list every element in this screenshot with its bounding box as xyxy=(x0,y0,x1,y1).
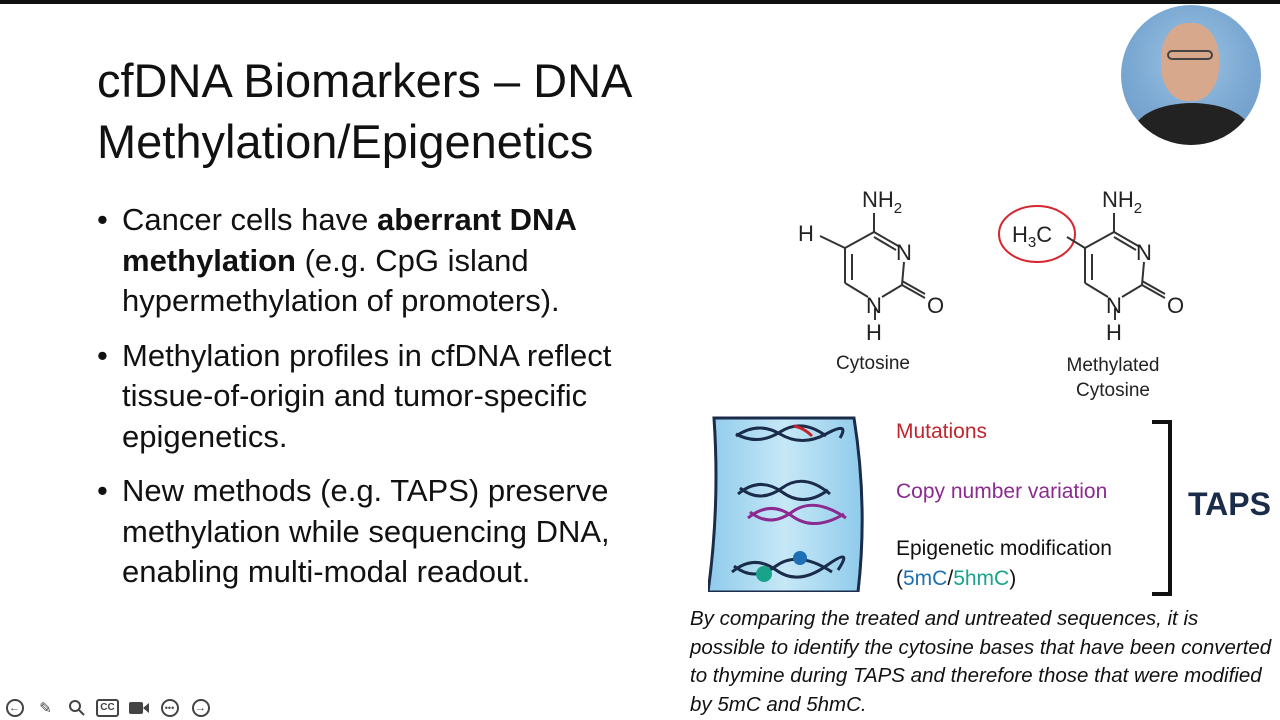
svg-text:H3C: H3C xyxy=(1012,222,1052,251)
5hmc-marker xyxy=(756,566,772,582)
forward-arrow-icon[interactable]: → xyxy=(188,697,213,719)
m-n1-label: N xyxy=(1106,293,1122,318)
m-o-label: O xyxy=(1167,293,1184,318)
5hmc-label: 5hmC xyxy=(953,567,1010,590)
m-h3c-h: H xyxy=(1012,222,1028,247)
pen-icon[interactable]: ✎ xyxy=(39,700,52,717)
video-icon[interactable] xyxy=(126,697,151,719)
bullet-1-bold: aberrant DNA methylation xyxy=(122,202,576,278)
c-n1-h-label: H xyxy=(866,320,882,345)
slideshow-toolbar: ← ✎ CC ••• → xyxy=(2,697,213,719)
cnv-label: Copy number variation xyxy=(896,480,1108,503)
methylated-label-line1: Methylated xyxy=(1066,355,1160,376)
cfdna-tube-illustration xyxy=(708,416,864,592)
paren-open: ( xyxy=(896,567,903,590)
m-h3c-c: C xyxy=(1036,222,1052,247)
webcam-head xyxy=(1161,23,1219,101)
presenter-webcam xyxy=(1121,5,1261,145)
methyl-highlight-circle xyxy=(998,205,1076,263)
taps-figure: Mutations Copy number variation Epigenet… xyxy=(700,412,1280,602)
title-line-1: cfDNA Biomarkers – DNA xyxy=(97,54,633,107)
more-icon[interactable]: ••• xyxy=(157,697,182,719)
taps-bracket xyxy=(1152,420,1172,596)
webcam-shirt xyxy=(1133,103,1251,145)
c-n3-label: N xyxy=(896,240,912,265)
slide-title: cfDNA Biomarkers – DNA Methylation/Epige… xyxy=(97,50,737,172)
c-n1-label: N xyxy=(866,293,882,318)
cytosine-label: Cytosine xyxy=(836,353,910,374)
5mc-marker xyxy=(793,551,807,565)
title-line-2: Methylation/Epigenetics xyxy=(97,115,594,168)
c-h-label: H xyxy=(798,221,814,246)
mutations-label: Mutations xyxy=(896,420,988,443)
bullet-1-text-b: (e.g. CpG island hypermethylation of pro… xyxy=(122,242,560,319)
c-nh2-label: NH xyxy=(862,187,894,212)
paren-close: ) xyxy=(1009,567,1017,590)
c-nh2-sub: 2 xyxy=(894,200,902,217)
m-nh2-sub: 2 xyxy=(1134,200,1142,217)
cc-label: CC xyxy=(96,699,119,717)
methylated-label-line2: Cytosine xyxy=(1076,380,1150,401)
svg-text:NH2: NH2 xyxy=(862,187,902,217)
bullet-1: Cancer cells have aberrant DNA methylati… xyxy=(97,200,687,322)
svg-text:NH2: NH2 xyxy=(1102,187,1142,217)
methylated-cytosine-structure: NH2 H3C N N H O xyxy=(998,187,1184,345)
cytosine-structure: NH2 H N N H O xyxy=(798,187,944,345)
bullet-list: Cancer cells have aberrant DNA methylati… xyxy=(97,200,687,607)
slash: / xyxy=(947,567,954,590)
taps-label: TAPS xyxy=(1188,486,1271,522)
zoom-icon[interactable] xyxy=(64,697,89,719)
5mc-label: 5mC xyxy=(903,567,948,590)
webcam-glasses xyxy=(1167,50,1213,60)
methylated-cytosine-label: Methylated Cytosine xyxy=(1050,353,1176,403)
m-h3c-sub: 3 xyxy=(1028,234,1036,251)
figure-caption: By comparing the treated and untreated s… xyxy=(690,607,1272,716)
cc-icon[interactable]: CC xyxy=(95,697,120,719)
top-border xyxy=(0,0,1280,4)
back-arrow-icon[interactable]: ← xyxy=(2,697,27,719)
m-n3-label: N xyxy=(1136,240,1152,265)
epigenetic-label: Epigenetic modification xyxy=(896,537,1112,560)
bullet-1-text-a: Cancer cells have xyxy=(122,202,378,237)
bullet-3: New methods (e.g. TAPS) preserve methyla… xyxy=(97,471,687,593)
modification-types: (5mC/5hmC) xyxy=(896,567,1016,591)
c-o-label: O xyxy=(927,293,944,318)
tube-shape xyxy=(708,416,864,592)
m-nh2-label: NH xyxy=(1102,187,1134,212)
m-n1-h-label: H xyxy=(1106,320,1122,345)
bullet-2: Methylation profiles in cfDNA reflect ti… xyxy=(97,336,687,458)
